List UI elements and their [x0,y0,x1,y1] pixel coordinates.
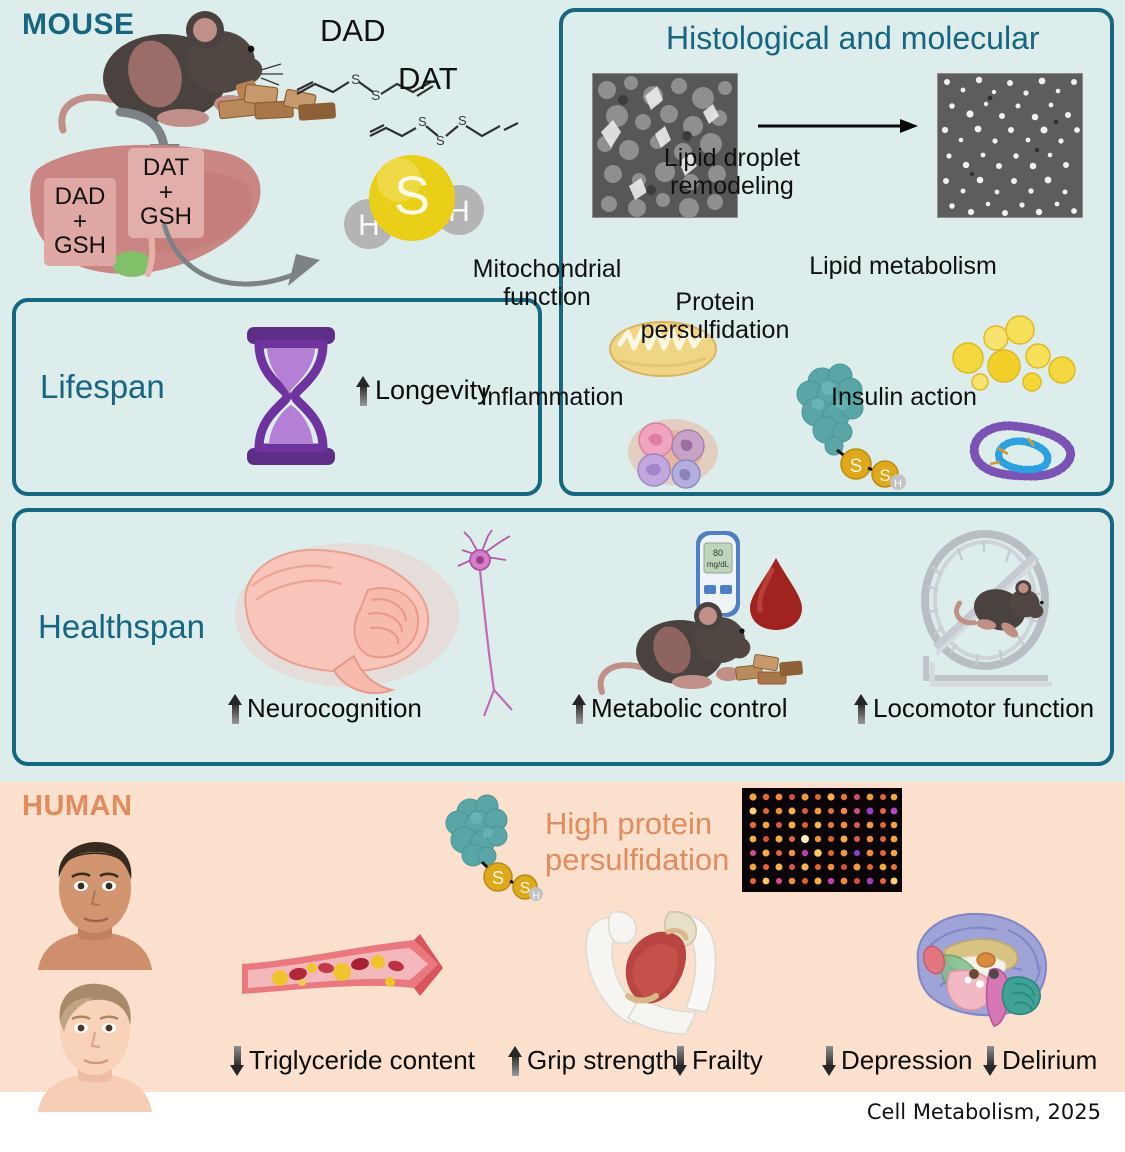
outcome-label: Locomotor function [873,693,1095,723]
svg-text:S: S [850,456,863,477]
human-persulfidation-label: High protein persulfidation [545,806,775,878]
item-label-mitochondrial-function: Mitochondrial function [432,255,662,311]
up-arrow-icon [572,693,587,724]
svg-text:S: S [418,114,427,129]
outcome-label: Grip strength [527,1045,678,1075]
lifespan-panel-label: Lifespan [40,368,165,405]
outcome-label: Triglyceride content [249,1045,475,1075]
h2s-production-arrow-icon [160,216,340,306]
mitochondrion-icon [608,318,718,380]
hourglass-icon [243,325,339,467]
svg-text:S: S [520,880,531,897]
running-wheel-icon [880,530,1090,690]
human-persulfidation-text: High protein persulfidation [545,806,730,877]
liver-tag-line: + [158,178,173,206]
item-text: Mitochondrial function [472,255,622,311]
item-text: Insulin action [831,383,977,411]
outcome-label: Depression [841,1045,973,1075]
outcome-label: Metabolic control [591,693,788,723]
brain-sagittal-icon [888,908,1058,1028]
insulin-molecule-icon [960,418,1080,484]
liver-tag-dad-gsh: DAD + GSH [44,178,116,266]
compound-label-dad: DAD [320,13,386,48]
liver-tag-line: + [72,207,87,235]
liver-tag-line: GSH [53,232,106,260]
healthspan-panel-label: Healthspan [38,608,205,645]
human-outcome-delirium: Delirium [983,1045,1097,1076]
mouse-section-title: MOUSE [22,8,135,41]
down-arrow-icon [673,1045,688,1076]
human-face-male-avatar [20,830,170,970]
human-section-title: HUMAN [22,790,133,822]
human-outcome-grip-strength: Grip strength [508,1045,677,1076]
healthspan-panel [12,508,1114,766]
up-arrow-icon [228,693,243,724]
flexed-arm-icon [566,908,736,1036]
svg-text:S: S [436,133,445,148]
glucometer-unit: mg/dL [707,560,730,569]
immune-cells-icon [618,412,728,492]
histology-image-before [592,73,738,218]
mouse-illustration [55,11,355,142]
blood-drop-icon [748,556,804,632]
item-label-lipid-metabolism: Lipid metabolism [793,252,1013,280]
human-face-female-avatar [20,972,170,1112]
item-text: Lipid metabolism [809,252,997,280]
outcome-label: Delirium [1002,1045,1098,1075]
glucometer-value: 80 [713,548,723,558]
lipid-remodeling-text: Lipid droplet remodeling [663,144,801,200]
svg-text:S: S [394,166,430,226]
compound-label-dat: DAT [398,61,458,96]
dat-structure-icon: S S S [366,104,526,148]
persulfidation-heatmap [742,788,902,892]
brain-neuron-icon [222,529,542,720]
human-outcome-depression: Depression [822,1045,973,1076]
svg-text:S: S [879,466,890,485]
down-arrow-icon [822,1045,837,1076]
food-pellets-icon [215,78,345,124]
svg-text:H: H [894,478,902,490]
outcome-label: Longevity [375,375,491,405]
outcome-label: Neurocognition [247,693,422,723]
liver-tag-line: DAT [142,154,190,182]
human-outcome-triglyceride-content: Triglyceride content [230,1045,475,1076]
human-protein-persulfide-icon: S S H [432,792,543,902]
glucometer-icon: 80 mg/dL [690,531,746,649]
citation: Cell Metabolism, 2025 [866,1100,1101,1124]
item-label-insulin-action: Insulin action [789,383,1019,411]
item-label-inflammation: Inflammation [437,383,667,411]
item-text: Inflammation [480,383,624,411]
lipid-remodeling-label: Lipid droplet remodeling [632,144,832,200]
h2s-molecule-icon: H H S [333,152,493,252]
healthspan-outcome-neurocognition: Neurocognition [228,693,422,724]
lipid-droplets-icon [950,315,1078,392]
up-arrow-icon [854,693,869,724]
lifespan-outcome-longevity: Longevity [356,375,491,406]
svg-text:H: H [532,891,539,902]
histology-image-after [937,73,1083,218]
human-outcome-frailty: Frailty [673,1045,763,1076]
outcome-label: Frailty [692,1045,763,1075]
healthspan-outcome-locomotor-function: Locomotor function [854,693,1094,724]
up-arrow-icon [356,375,371,406]
histological-panel-title: Histological and molecular [666,20,1040,56]
item-text: Protein persulfidation [640,288,790,344]
up-arrow-icon [508,1045,523,1076]
blood-vessel-icon [238,934,443,1022]
protein-persulfide-icon: S S H [782,360,906,490]
dad-structure-icon: S S [293,58,443,103]
svg-text:S: S [371,87,380,103]
liver-tag-line: DAD [54,183,106,211]
glucometer-mouse-icon [596,600,806,700]
svg-text:S: S [492,868,504,888]
item-label-protein-persulfidation: Protein persulfidation [600,288,830,344]
footer-background [0,1092,1125,1152]
down-arrow-icon [230,1045,245,1076]
svg-text:S: S [458,113,467,128]
liver-tag-dat-gsh: DAT + GSH [128,148,204,238]
down-arrow-icon [983,1045,998,1076]
lipid-remodeling-arrow-icon [758,118,918,134]
svg-text:S: S [351,71,360,87]
healthspan-outcome-metabolic-control: Metabolic control [572,693,788,724]
